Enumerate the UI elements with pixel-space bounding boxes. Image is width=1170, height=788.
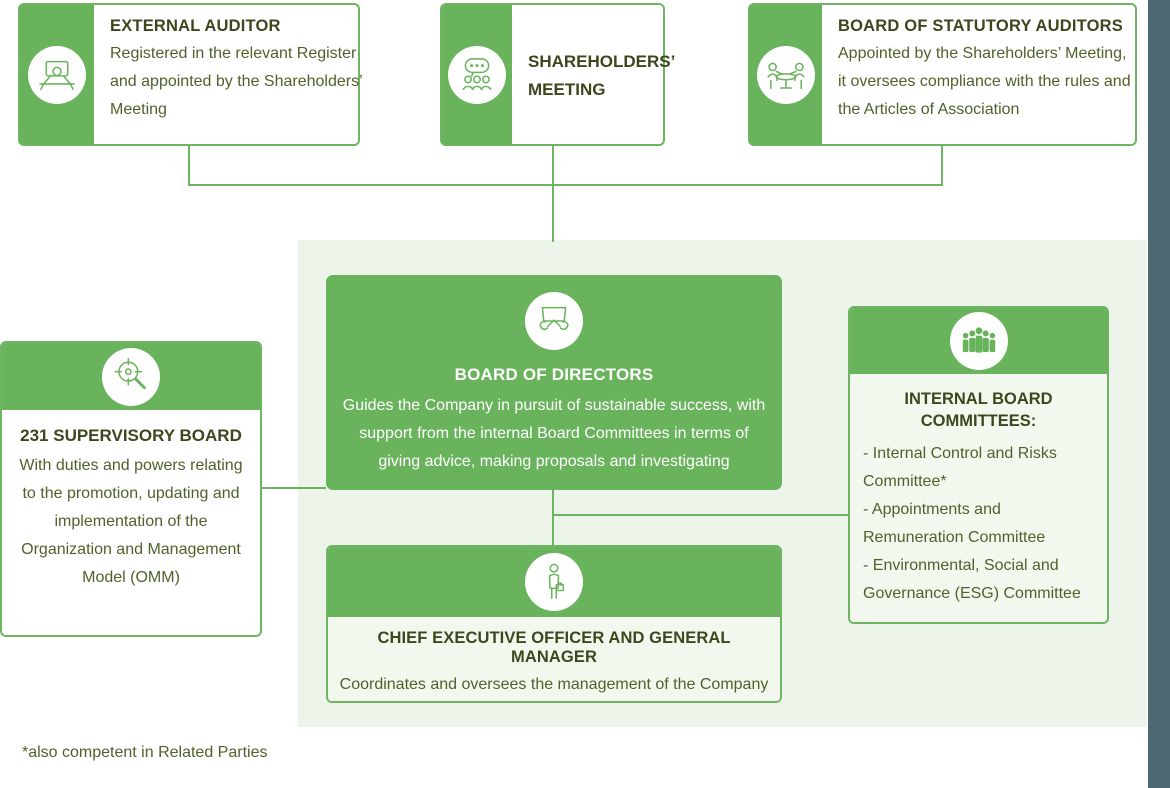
node-external-auditor: EXTERNAL AUDITOR Registered in the relev… [18,3,362,146]
committee-item: - Appointments and Remuneration Committe… [863,501,1046,546]
node-title: CHIEF EXECUTIVE OFFICER AND GENERAL MANA… [377,629,731,666]
people-discussion-icon [448,45,506,104]
connector-statutory-down [941,146,943,186]
node-description: Guides the Company in pursuit of sustain… [342,397,766,470]
green-header [850,308,1107,374]
footnote: *also competent in Related Parties [22,744,268,761]
hands-holding-board-icon [525,292,583,350]
green-strip [442,5,512,144]
node-content: EXTERNAL AUDITOR Registered in the relev… [94,5,380,144]
node-title: BOARD OF STATUTORY AUDITORS [838,17,1123,35]
group-of-people-icon [949,312,1008,370]
node-description: Registered in the relevant Register and … [110,45,363,118]
connector-top-horizontal [188,184,943,186]
connector-bod-committees [552,514,848,516]
node-title: INTERNAL BOARD COMMITTEES: [904,390,1053,430]
connector-external-auditor-down [188,146,190,186]
node-title: SHAREHOLDERS’ MEETING [528,51,675,99]
node-shareholders-meeting: SHAREHOLDERS’ MEETING [440,3,674,146]
node-internal-committees: INTERNAL BOARD COMMITTEES: - Internal Co… [848,306,1109,624]
node-content: SHAREHOLDERS’ MEETING [512,5,688,144]
node-description: Appointed by the Shareholders’ Meeting, … [838,45,1131,118]
node-content: 231 SUPERVISORY BOARD With duties and po… [2,410,260,635]
node-ceo: CHIEF EXECUTIVE OFFICER AND GENERAL MANA… [326,545,782,703]
auditor-desk-icon [28,45,86,104]
node-description: Coordinates and oversees the management … [339,676,769,693]
node-supervisory-board: 231 SUPERVISORY BOARD With duties and po… [0,341,262,637]
magnifier-target-icon [102,347,160,406]
people-at-table-icon [757,45,815,104]
committee-item: - Internal Control and Risks Committee* [863,445,1057,490]
committee-item: - Environmental, Social and Governance (… [863,557,1081,602]
node-description: With duties and powers relating to the p… [19,457,243,586]
node-statutory-auditors: BOARD OF STATUTORY AUDITORS Appointed by… [748,3,1137,146]
green-header [2,343,260,410]
node-content: CHIEF EXECUTIVE OFFICER AND GENERAL MANA… [328,617,780,701]
node-content: INTERNAL BOARD COMMITTEES: - Internal Co… [850,374,1107,622]
connector-shareholders-down [552,146,554,242]
person-briefcase-icon [525,553,583,611]
node-title: EXTERNAL AUDITOR [110,17,281,35]
green-header [328,547,780,617]
connector-bod-ceo [552,489,554,546]
node-title: 231 SUPERVISORY BOARD [20,426,242,445]
connector-supervisory-bod [260,487,326,489]
right-accent-bar [1148,0,1170,788]
node-content: BOARD OF STATUTORY AUDITORS Appointed by… [822,5,1148,144]
node-board-of-directors: BOARD OF DIRECTORS Guides the Company in… [326,275,782,490]
green-strip [20,5,94,144]
green-strip [750,5,822,144]
node-title: BOARD OF DIRECTORS [454,365,654,384]
